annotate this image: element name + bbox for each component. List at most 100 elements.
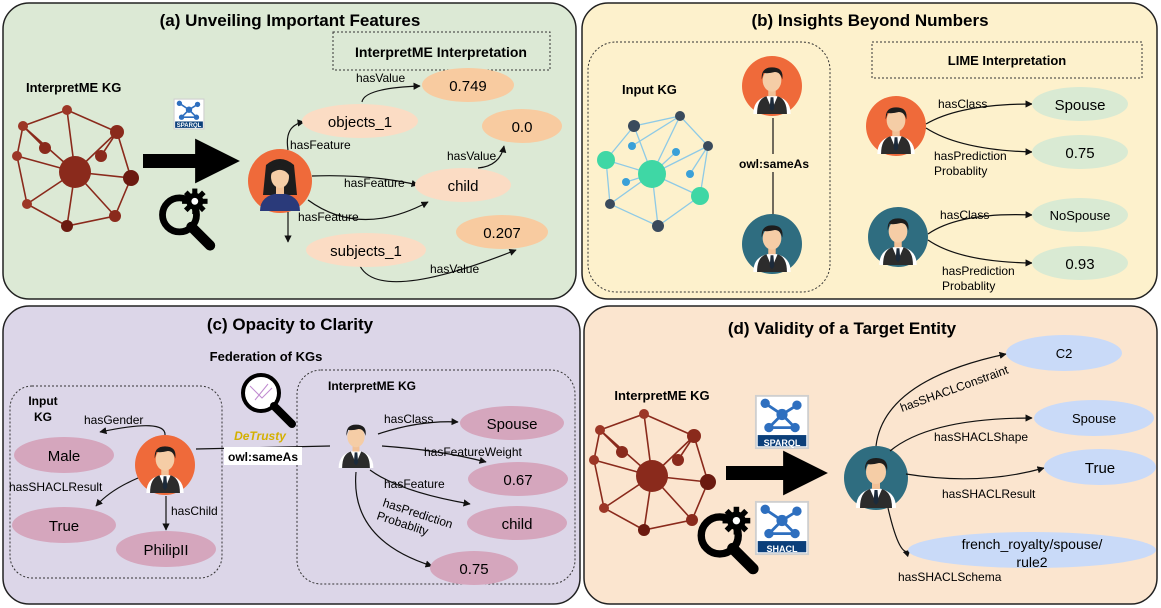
has-child-label: hasChild: [171, 504, 218, 518]
node-child: [415, 168, 511, 202]
shacl-icon: SHACL: [754, 500, 810, 556]
node-male-label: Male: [48, 448, 81, 465]
edge-has-feature-child-2: [307, 199, 429, 221]
node-weight-label: 0.67: [503, 472, 532, 489]
panel-d-kg-label: InterpretME KG: [614, 388, 709, 403]
edge-has-shacl-result: [905, 466, 1045, 480]
edge-has-class: [377, 418, 459, 435]
input-kg-label: Input KG: [622, 82, 677, 97]
shacl-label: SHACL: [767, 544, 799, 554]
sparql-label: SPARQL: [177, 123, 202, 129]
value-node-1: [422, 68, 514, 102]
edge-label-has-value-1: hasValue: [356, 71, 405, 85]
has-shacl-result-label: hasSHACLResult: [942, 487, 1036, 501]
value-node-2: [482, 109, 562, 143]
node-subjects: [306, 233, 426, 267]
edge-has-value-subjects: [359, 249, 517, 283]
has-feature-label: hasFeature: [384, 477, 445, 491]
lower-has-prediction-label: hasPrediction: [942, 264, 1015, 278]
upper-has-class-label: hasClass: [938, 97, 987, 111]
upper-class-node: [1032, 87, 1128, 121]
edge-lower-has-class: [927, 211, 1033, 235]
upper-probability-label: Probablity: [934, 164, 987, 178]
input-kg-label-2: KG: [34, 410, 52, 424]
edge-label-has-value-2: hasValue: [447, 149, 496, 163]
node-c2-label: C2: [1056, 346, 1073, 361]
edge-has-shacl-constraint: [875, 351, 1007, 447]
input-kg-box: [9, 385, 223, 579]
input-kg-network-icon: [597, 111, 713, 232]
lower-has-class-label: hasClass: [940, 208, 989, 222]
kg-node: [59, 156, 91, 188]
edge-label-has-value-3: hasValue: [430, 262, 479, 276]
node-male: [14, 437, 114, 473]
value-node-3: [456, 215, 548, 249]
panel-a: (a) Unveiling Important Features Interpr…: [2, 2, 577, 300]
node-child-label: child: [502, 516, 533, 533]
has-class-label: hasClass: [384, 412, 433, 426]
edge-has-feature-objects: [286, 119, 305, 151]
same-as-label-bg: [736, 154, 812, 172]
node-true: [1044, 449, 1156, 485]
input-kg-label-1: Input: [28, 394, 57, 408]
value-2-label: 0.0: [512, 119, 533, 136]
node-objects-label: objects_1: [328, 114, 392, 131]
input-kg-box: [587, 41, 831, 293]
upper-has-prediction-label: hasPrediction: [934, 149, 1007, 163]
panel-c: (c) Opacity to Clarity Federation of KGs…: [2, 305, 581, 605]
edge-has-feature-weight: [381, 445, 487, 464]
upper-prediction-value: 0.75: [1065, 145, 1094, 162]
edge-label-has-feature-2: hasFeature: [344, 176, 405, 190]
lime-interpretation-label: LIME Interpretation: [948, 53, 1067, 68]
node-true-label: True: [49, 518, 79, 535]
edge-has-feature: [369, 469, 471, 507]
interpretme-interpretation-box: [332, 31, 551, 71]
edge-has-gender: [99, 425, 166, 436]
panel-b: (b) Insights Beyond Numbers Input KG: [581, 2, 1158, 300]
node-spouse-label: Spouse: [487, 416, 538, 433]
has-shacl-result-label: hasSHACLResult: [9, 480, 103, 494]
panel-a-kg-label: InterpretME KG: [26, 80, 121, 95]
lower-prediction-value: 0.93: [1065, 256, 1094, 273]
node-philip-label: PhilipII: [143, 542, 188, 559]
woman-avatar-icon: [260, 159, 300, 211]
panel-c-title: (c) Opacity to Clarity: [207, 315, 374, 334]
has-shacl-schema-label: hasSHACLSchema: [898, 570, 1002, 584]
node-rule-label-2: rule2: [1016, 554, 1047, 570]
node-spouse-label: Spouse: [1072, 411, 1116, 426]
node-prediction-label: 0.75: [459, 561, 488, 578]
lower-probability-label: Probablity: [942, 279, 995, 293]
node-weight: [468, 462, 568, 496]
panel-d: (d) Validity of a Target Entity Interpre…: [583, 305, 1158, 605]
sparql-icon: SPARQL: [173, 98, 205, 130]
panel-b-background: [581, 2, 1158, 300]
panel-a-title: (a) Unveiling Important Features: [160, 11, 421, 30]
edge-upper-has-class: [925, 100, 1033, 125]
node-objects: [302, 104, 418, 138]
lower-prediction-node: [1032, 246, 1128, 280]
edge-label-has-feature-1: hasFeature: [290, 138, 351, 152]
edge-has-value-objects: [361, 82, 421, 103]
node-philip: [116, 531, 216, 567]
node-child: [467, 506, 567, 540]
lower-class-value: NoSpouse: [1050, 208, 1111, 223]
interpretme-interpretation-label: InterpretME Interpretation: [355, 44, 527, 60]
federation-label: Federation of KGs: [210, 349, 323, 364]
value-1-label: 0.749: [449, 78, 487, 95]
node-c2: [1006, 335, 1122, 371]
has-shacl-shape-label: hasSHACLShape: [934, 430, 1028, 444]
node-spouse: [460, 406, 564, 440]
node-rule: [908, 532, 1156, 568]
sparql-icon: SPARQL: [754, 394, 810, 450]
same-as-label-bg: [224, 447, 302, 465]
panel-b-title: (b) Insights Beyond Numbers: [751, 11, 988, 30]
lime-interpretation-box: [871, 41, 1143, 79]
node-prediction: [430, 551, 518, 585]
panel-d-title: (d) Validity of a Target Entity: [728, 319, 957, 338]
upper-prediction-node: [1032, 135, 1128, 169]
node-true: [12, 507, 116, 543]
edge-has-shacl-shape: [889, 414, 1033, 452]
edge-has-feature-child: [311, 175, 419, 188]
node-subjects-label: subjects_1: [330, 243, 402, 260]
